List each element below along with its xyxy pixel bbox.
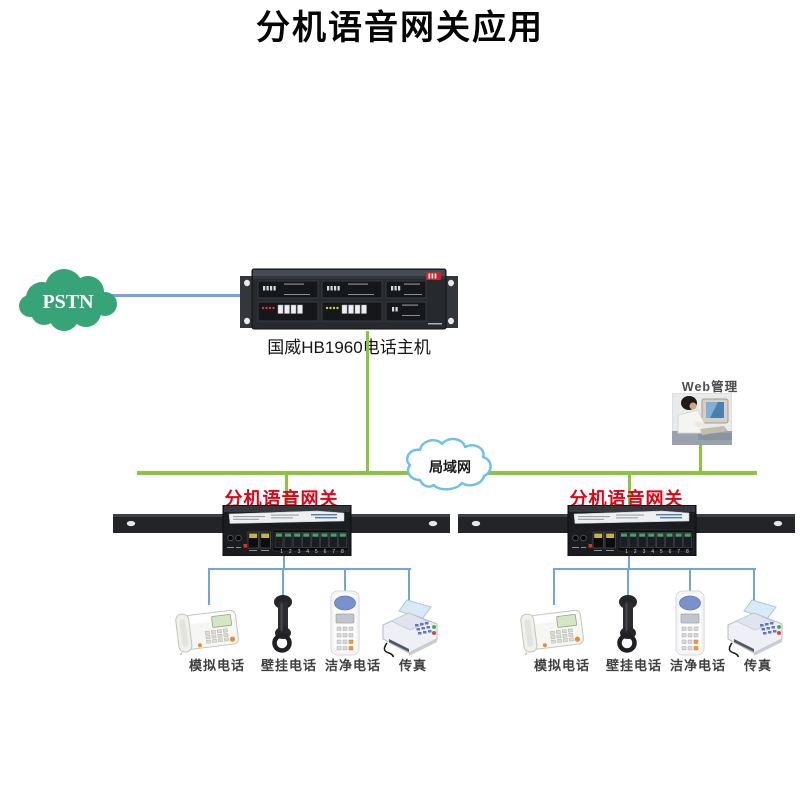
- gw2-branch-1: [553, 569, 555, 605]
- web-admin-label: Web管理: [681, 380, 739, 394]
- wall-phone-icon: [263, 593, 303, 653]
- phone-label-clean: 洁净电话: [669, 658, 726, 673]
- phone-label-analog: 模拟电话: [188, 658, 245, 673]
- phone-label-fax: 传真: [398, 658, 427, 673]
- page-title: 分机语音网关应用: [256, 9, 544, 47]
- phone-label-wall: 壁挂电话: [605, 658, 662, 673]
- gateway-block-1: 分机语音网关 1 2 3 4 5 6 7 8 模拟电话 壁挂电话 洁净电话 传真: [113, 485, 450, 685]
- desk-phone-icon: [520, 597, 588, 655]
- gw2-branch-4: [753, 569, 755, 603]
- web-admin-photo: [672, 393, 732, 445]
- clean-phone-icon: [673, 589, 707, 657]
- link-lan-gateway-1: [285, 475, 288, 517]
- host-label: 国威HB1960电话主机: [267, 338, 431, 357]
- gateway-1-port-numbers: 1 2 3 4 5 6 7 8: [280, 549, 344, 555]
- gw1-tree-root: [283, 556, 285, 569]
- gateway-2-port-numbers: 1 2 3 4 5 6 7 8: [625, 549, 689, 555]
- gateway-2-label: 分机语音网关: [569, 489, 684, 509]
- pstn-cloud: PSTN: [19, 269, 117, 331]
- link-web-lan: [699, 445, 702, 472]
- gw2-tree-bus: [553, 568, 756, 570]
- host-device-image: [240, 267, 458, 331]
- gw2-tree-root: [628, 556, 630, 569]
- gw1-tree-bus: [208, 568, 411, 570]
- link-host-lan: [366, 331, 369, 473]
- wall-phone-icon: [608, 593, 648, 653]
- link-pstn-host: [100, 294, 246, 297]
- desk-phone-icon: [175, 597, 243, 655]
- gw1-branch-2: [282, 569, 284, 597]
- phone-label-clean: 洁净电话: [324, 658, 381, 673]
- phone-label-fax: 传真: [743, 658, 772, 673]
- pstn-label: PSTN: [42, 291, 94, 313]
- link-lan-gateway-2: [628, 475, 631, 517]
- gw1-branch-1: [208, 569, 210, 605]
- lan-label: 局域网: [429, 459, 471, 475]
- gateway-block-2: 分机语音网关 1 2 3 4 5 6 7 8 模拟电话 壁挂电话 洁净电话 传真: [458, 485, 795, 685]
- gw2-branch-3: [689, 569, 691, 593]
- gw2-branch-2: [627, 569, 629, 597]
- clean-phone-icon: [328, 589, 362, 657]
- gw1-branch-3: [344, 569, 346, 593]
- gw1-branch-4: [408, 569, 410, 603]
- fax-icon: [377, 597, 441, 657]
- phone-label-wall: 壁挂电话: [260, 658, 317, 673]
- phone-label-analog: 模拟电话: [533, 658, 590, 673]
- lan-cloud: 局域网: [406, 437, 492, 491]
- fax-icon: [722, 597, 786, 657]
- gateway-1-label: 分机语音网关: [224, 489, 339, 509]
